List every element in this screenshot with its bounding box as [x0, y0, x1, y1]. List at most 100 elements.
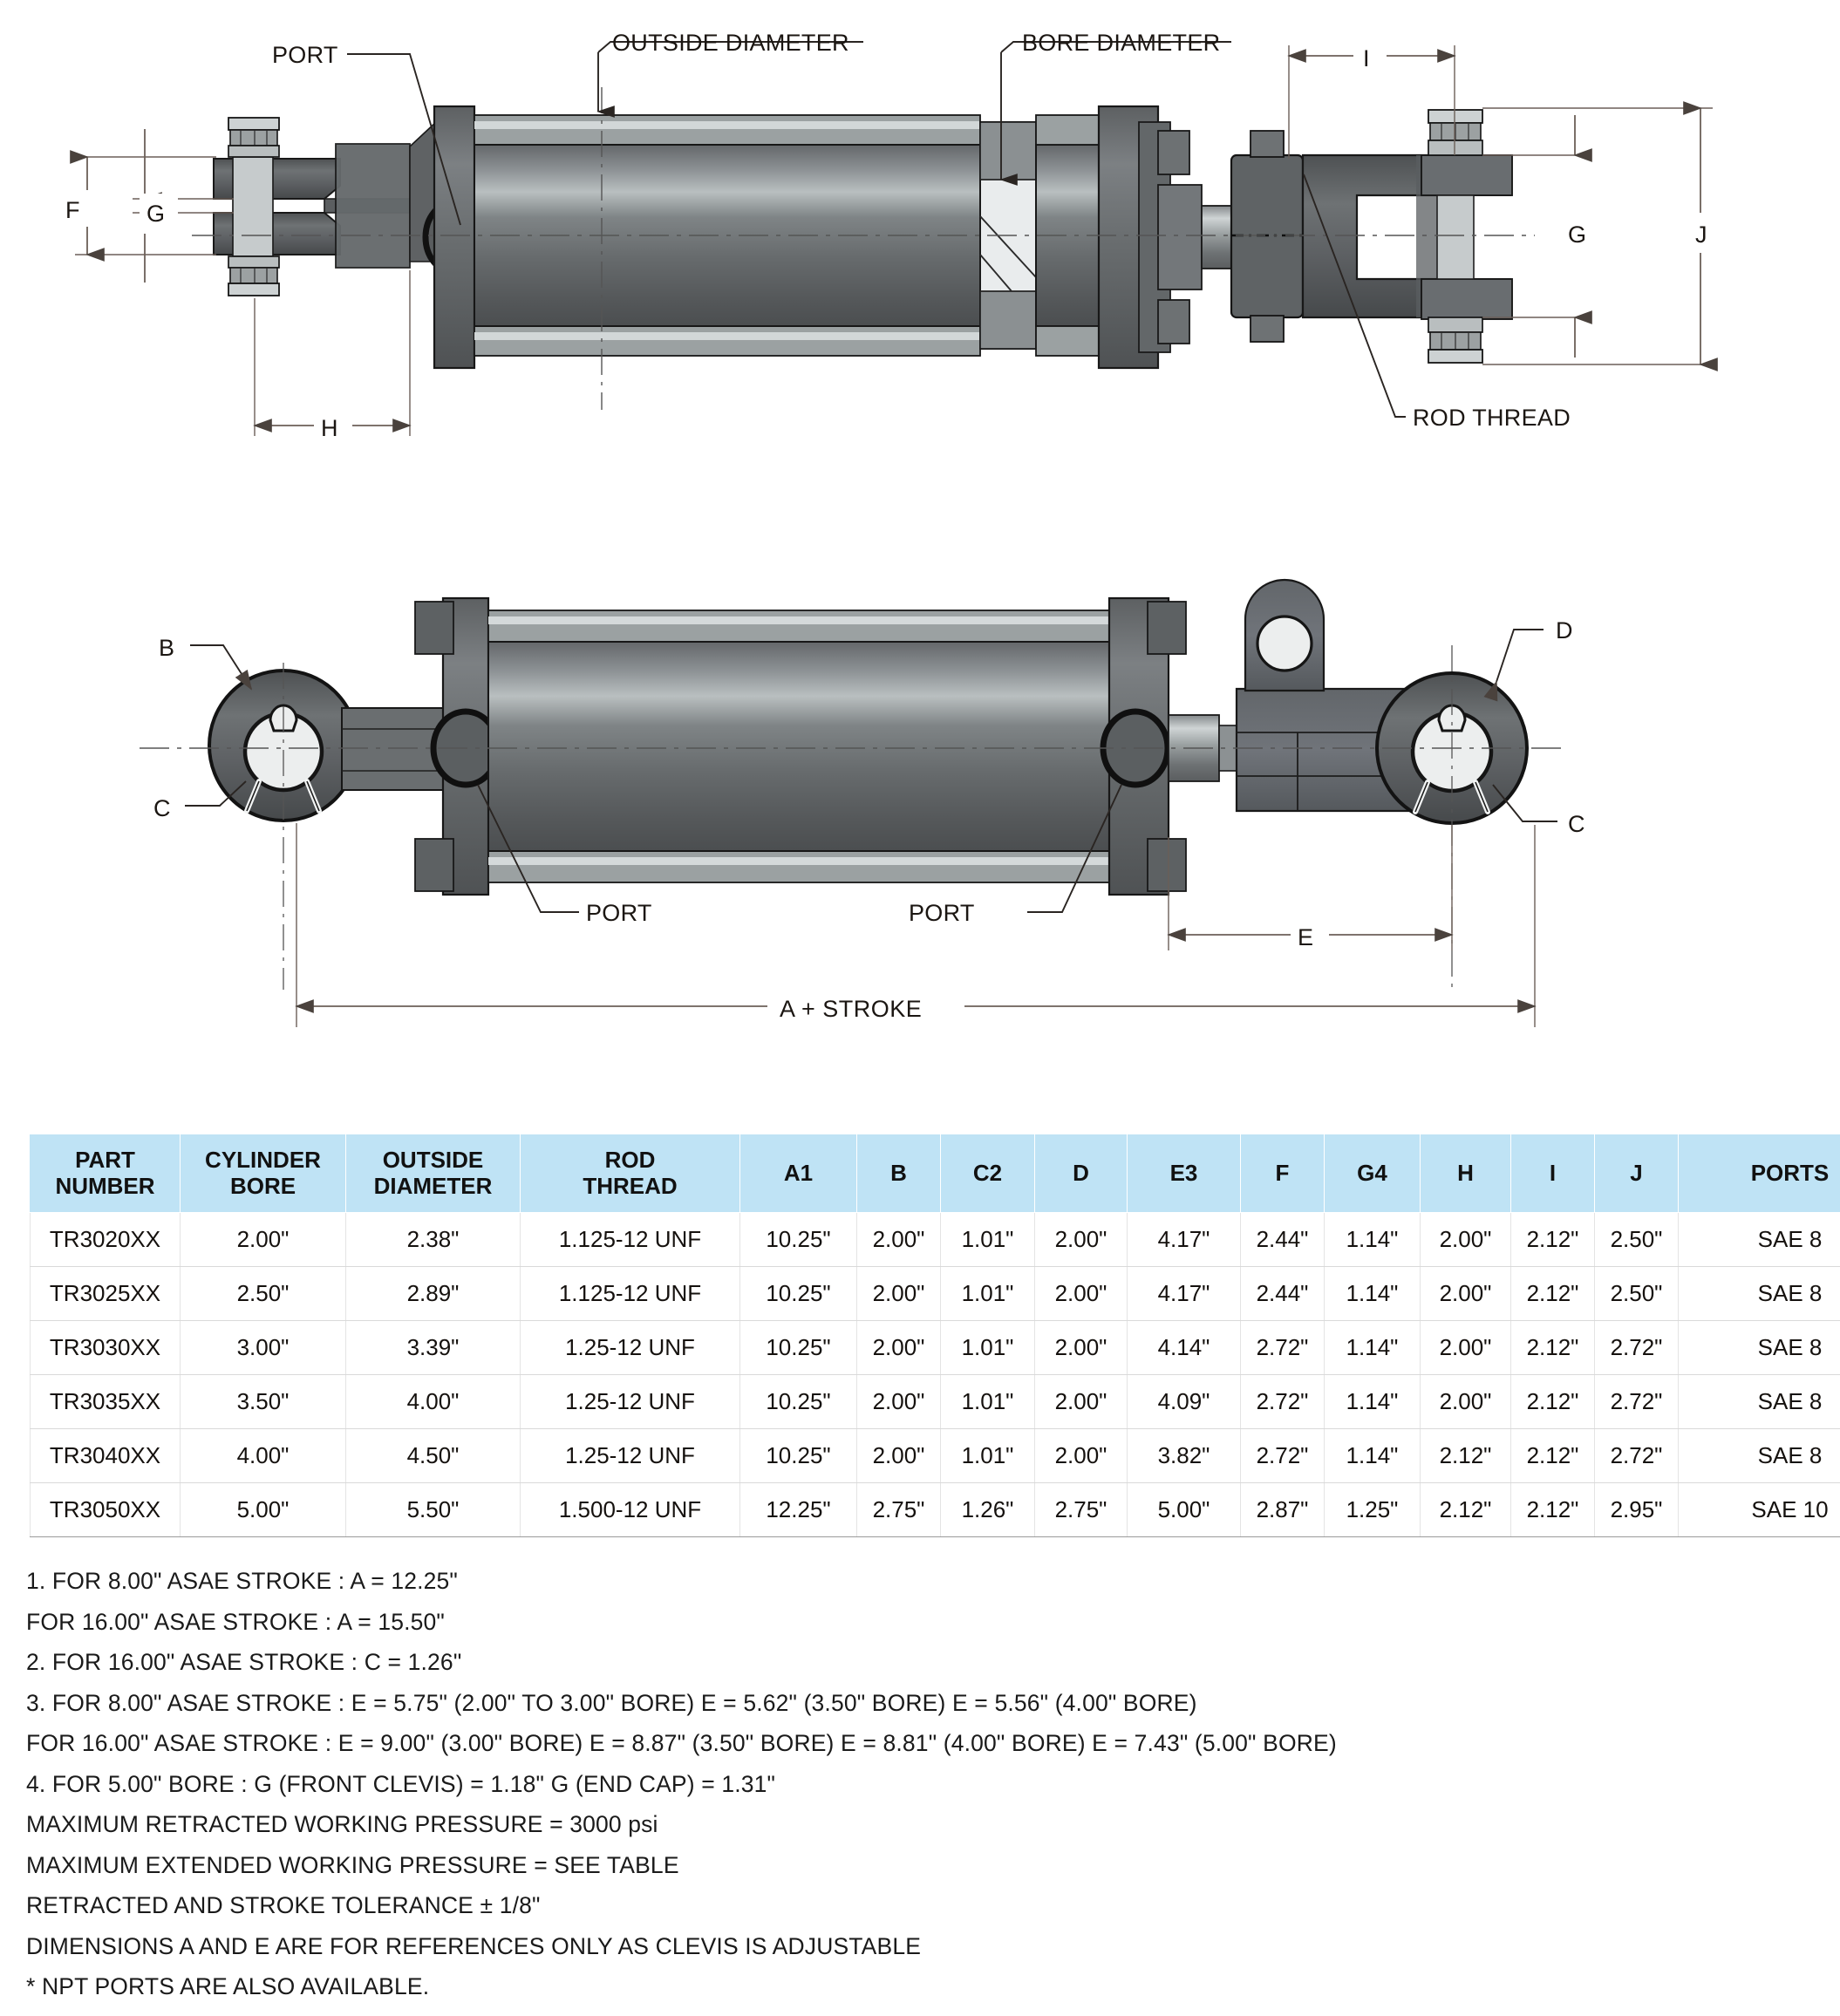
- table-cell: 10.25": [740, 1375, 857, 1429]
- label-dim-c-right: C: [1568, 811, 1585, 837]
- header-line: A1: [784, 1160, 813, 1186]
- cell-part-number: TR3050XX: [31, 1483, 181, 1537]
- leader-dim-b: B: [159, 635, 251, 689]
- table-cell: 2.00": [1035, 1375, 1128, 1429]
- table-cell: 2.44": [1241, 1267, 1325, 1321]
- table-cell: 10.25": [740, 1213, 857, 1267]
- table-cell: 2.95": [1595, 1483, 1679, 1537]
- table-cell: 2.12": [1511, 1375, 1595, 1429]
- table-cell: 1.25-12 UNF: [521, 1429, 740, 1483]
- table-cell: 3.82": [1128, 1429, 1241, 1483]
- note-line-10: DIMENSIONS A AND E ARE FOR REFERENCES ON…: [26, 1935, 1805, 1958]
- table-cell: 2.12": [1511, 1483, 1595, 1537]
- dimension-f: F: [58, 157, 216, 255]
- dimension-e: E: [1169, 825, 1452, 954]
- clevis-pin-bottom: [228, 256, 279, 296]
- table-cell: SAE 8: [1679, 1375, 1840, 1429]
- table-cell: 4.14": [1128, 1321, 1241, 1375]
- table-cell: SAE 8: [1679, 1429, 1840, 1483]
- table-cell: 10.25": [740, 1267, 857, 1321]
- table-cell: 2.00": [857, 1429, 941, 1483]
- note-line-1: 1. FOR 8.00" ASAE STROKE : A = 12.25": [26, 1570, 1805, 1593]
- note-line-7: MAXIMUM RETRACTED WORKING PRESSURE = 300…: [26, 1813, 1805, 1836]
- table-cell: 1.125-12 UNF: [521, 1267, 740, 1321]
- table-cell: 2.12": [1511, 1321, 1595, 1375]
- table-cell: 2.00": [1421, 1213, 1511, 1267]
- table-header-cell-13: J: [1595, 1134, 1679, 1213]
- table-cell: 5.50": [346, 1483, 521, 1537]
- table-cell: 3.00": [181, 1321, 346, 1375]
- header-line: PART: [75, 1147, 135, 1173]
- table-cell: 3.50": [181, 1375, 346, 1429]
- table-cell: 1.26": [941, 1483, 1035, 1537]
- note-line-9: RETRACTED AND STROKE TOLERANCE ± 1/8": [26, 1894, 1805, 1917]
- table-cell: 2.72": [1595, 1321, 1679, 1375]
- label-dim-i: I: [1363, 45, 1370, 72]
- header-line: D: [1073, 1160, 1089, 1186]
- table-cell: 1.01": [941, 1267, 1035, 1321]
- rod-jam-nut: [1231, 131, 1303, 342]
- header-line: OUTSIDE: [383, 1147, 484, 1173]
- table-cell: 2.72": [1595, 1375, 1679, 1429]
- table-header-cell-5: B: [857, 1134, 941, 1213]
- bottom-view-drawing: B C D C PORT PORT: [140, 580, 1585, 1027]
- right-rod-clevis-assembly: [1231, 110, 1512, 363]
- dimension-g-right: G: [1482, 115, 1599, 358]
- table-cell: 2.89": [346, 1267, 521, 1321]
- table-cell: 1.14": [1325, 1213, 1421, 1267]
- note-line-6: 4. FOR 5.00" BORE : G (FRONT CLEVIS) = 1…: [26, 1773, 1805, 1796]
- header-line: G4: [1357, 1160, 1387, 1186]
- table-cell: 2.00": [1035, 1267, 1128, 1321]
- label-port-bottom-left: PORT: [586, 900, 652, 926]
- table-cell: 2.00": [1035, 1429, 1128, 1483]
- table-cell: SAE 8: [1679, 1267, 1840, 1321]
- table-cell: 3.39": [346, 1321, 521, 1375]
- table-header-cell-8: E3: [1128, 1134, 1241, 1213]
- table-cell: 2.50": [1595, 1267, 1679, 1321]
- table-cell: 2.00": [857, 1267, 941, 1321]
- cell-part-number: TR3030XX: [31, 1321, 181, 1375]
- table-header-cell-4: A1: [740, 1134, 857, 1213]
- table-cell: 2.00": [857, 1213, 941, 1267]
- table-cell: 2.12": [1511, 1213, 1595, 1267]
- technical-drawing-area: PORT OUTSIDE DIAMETER BORE DIAMETER ROD …: [0, 0, 1840, 1090]
- table-cell: 2.50": [181, 1267, 346, 1321]
- table-cell: 1.125-12 UNF: [521, 1213, 740, 1267]
- dimension-j: J: [1482, 108, 1725, 364]
- label-a-plus-stroke: A + STROKE: [780, 996, 922, 1022]
- note-line-11: * NPT PORTS ARE ALSO AVAILABLE.: [26, 1975, 1805, 1999]
- cell-part-number: TR3025XX: [31, 1267, 181, 1321]
- cylinder-barrel: [434, 106, 1278, 368]
- leader-dim-d: D: [1496, 617, 1573, 682]
- table-cell: 1.01": [941, 1429, 1035, 1483]
- table-cell: 2.00": [181, 1213, 346, 1267]
- table-cell: 2.87": [1241, 1483, 1325, 1537]
- label-dim-e: E: [1298, 924, 1314, 950]
- table-cell: 10.25": [740, 1429, 857, 1483]
- dimension-g-left: G: [133, 129, 234, 283]
- table-cell: 2.38": [346, 1213, 521, 1267]
- note-line-2: FOR 16.00" ASAE STROKE : A = 15.50": [26, 1611, 1805, 1634]
- table-cell: 2.50": [1595, 1213, 1679, 1267]
- bottom-cap-end: [1103, 598, 1245, 895]
- table-cell: 1.01": [941, 1213, 1035, 1267]
- header-line: B: [890, 1160, 907, 1186]
- cell-part-number: TR3035XX: [31, 1375, 181, 1429]
- table-cell: 2.00": [1421, 1375, 1511, 1429]
- table-cell: 4.00": [181, 1429, 346, 1483]
- table-cell: SAE 10: [1679, 1483, 1840, 1537]
- header-line: H: [1457, 1160, 1474, 1186]
- table-cell: 1.500-12 UNF: [521, 1483, 740, 1537]
- table-cell: 1.25-12 UNF: [521, 1375, 740, 1429]
- table-cell: SAE 8: [1679, 1321, 1840, 1375]
- table-cell: 1.01": [941, 1321, 1035, 1375]
- label-dim-g-left: G: [147, 201, 166, 227]
